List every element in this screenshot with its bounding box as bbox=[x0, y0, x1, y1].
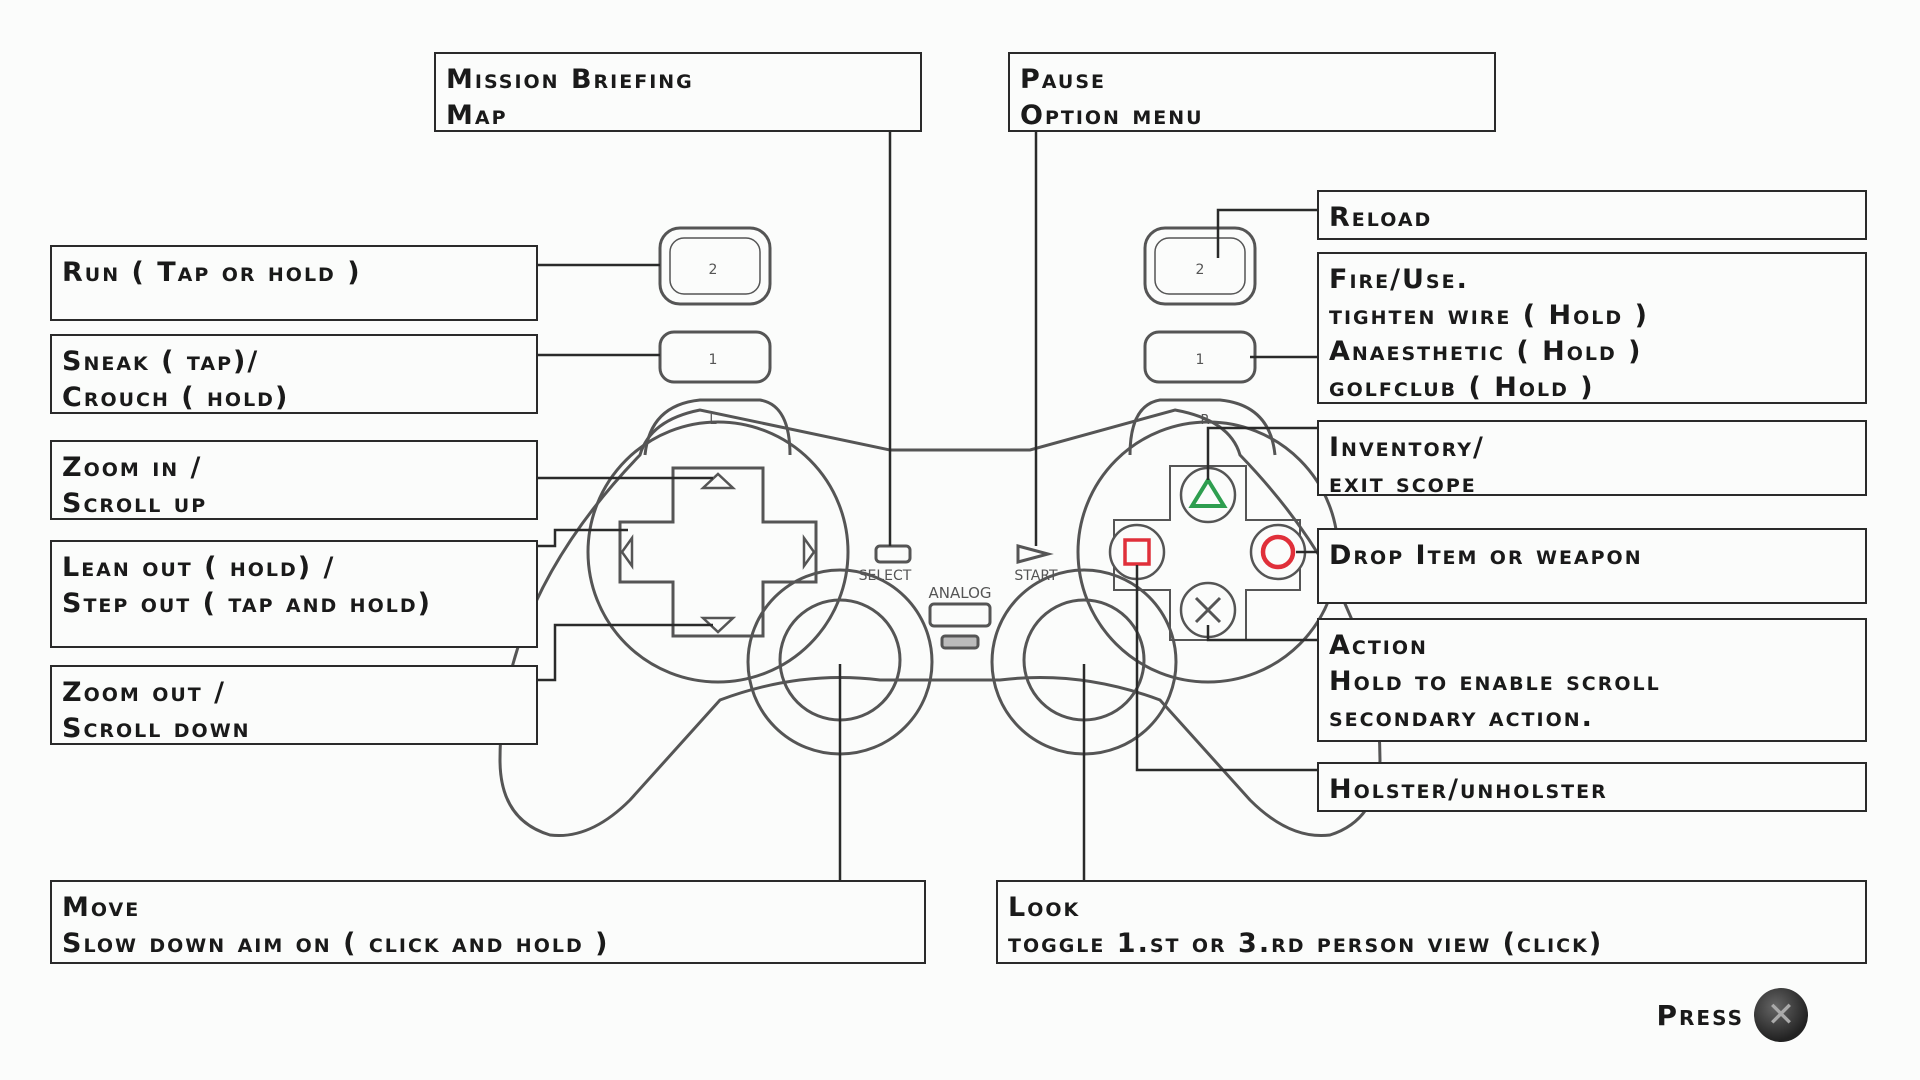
left-stick-move-line1: Move bbox=[62, 892, 141, 923]
cross-action-line2: Hold to enable scroll bbox=[1329, 666, 1661, 697]
r2-reload-line1: Reload bbox=[1329, 202, 1433, 233]
square-holster-label: Holster/unholster bbox=[1317, 762, 1867, 812]
r1-mark: 1 bbox=[1196, 352, 1205, 368]
press-label: Press bbox=[1656, 998, 1744, 1032]
select-briefing-line1: Mission Briefing bbox=[446, 64, 694, 95]
l1-sneak-line1: Sneak ( tap)/ bbox=[62, 346, 260, 377]
l2-run-line1: Run ( Tap or hold ) bbox=[62, 257, 362, 288]
triangle-inventory-label: Inventory/ exit scope bbox=[1317, 420, 1867, 496]
r2-mark: 2 bbox=[1196, 262, 1205, 278]
l2-run-label: Run ( Tap or hold ) bbox=[50, 245, 538, 321]
l1-sneak-label: Sneak ( tap)/ Crouch ( hold) bbox=[50, 334, 538, 414]
cross-button bbox=[1179, 581, 1237, 639]
square-holster-line1: Holster/unholster bbox=[1329, 774, 1608, 805]
select-label: SELECT bbox=[859, 568, 912, 584]
triangle-button bbox=[1179, 466, 1237, 524]
analog-label: ANALOG bbox=[929, 584, 992, 602]
right-stick-look-line2: toggle 1.st or 3.rd person view (click) bbox=[1008, 928, 1604, 959]
select-button bbox=[874, 544, 912, 564]
cross-action-line3: secondary action. bbox=[1329, 702, 1594, 733]
start-button bbox=[1016, 544, 1054, 564]
l2-mark: 2 bbox=[709, 262, 718, 278]
left-stick-move-line2: Slow down aim on ( click and hold ) bbox=[62, 928, 610, 959]
dpad-up-zoom-line2: Scroll up bbox=[62, 488, 208, 519]
select-briefing-label: Mission Briefing Map bbox=[434, 52, 922, 132]
r2-button bbox=[1143, 226, 1257, 306]
dpad bbox=[618, 466, 818, 638]
dpad-ring bbox=[586, 420, 850, 684]
cross-action-line1: Action bbox=[1329, 630, 1428, 661]
start-label: START bbox=[1014, 568, 1058, 584]
dpad-up-zoom-line1: Zoom in / bbox=[62, 452, 203, 483]
dpad-down-zoom-line2: Scroll down bbox=[62, 713, 251, 744]
left-stick-move-label: Move Slow down aim on ( click and hold ) bbox=[50, 880, 926, 964]
r1-fire-line1: Fire/Use. bbox=[1329, 264, 1469, 295]
triangle-inventory-line2: exit scope bbox=[1329, 468, 1477, 496]
r1-fire-label: Fire/Use. tighten wire ( Hold ) Anaesthe… bbox=[1317, 252, 1867, 404]
dpad-lean-label: Lean out ( hold) / Step out ( tap and ho… bbox=[50, 540, 538, 648]
l1-mark: 1 bbox=[709, 352, 718, 368]
select-briefing-line2: Map bbox=[446, 100, 508, 131]
analog-switch bbox=[928, 602, 992, 628]
dpad-up-zoom-label: Zoom in / Scroll up bbox=[50, 440, 538, 520]
circle-drop-label: Drop Item or weapon bbox=[1317, 528, 1867, 604]
r1-fire-line4: golfclub ( Hold ) bbox=[1329, 372, 1595, 403]
circle-drop-line1: Drop Item or weapon bbox=[1329, 540, 1643, 571]
press-prompt[interactable]: Press ✕ bbox=[1656, 988, 1808, 1042]
l1-sneak-line2: Crouch ( hold) bbox=[62, 382, 290, 413]
triangle-inventory-line1: Inventory/ bbox=[1329, 432, 1485, 463]
r1-fire-line3: Anaesthetic ( Hold ) bbox=[1329, 336, 1643, 367]
dpad-lean-line2: Step out ( tap and hold) bbox=[62, 588, 432, 619]
l1-button bbox=[658, 330, 772, 384]
cross-action-label: Action Hold to enable scroll secondary a… bbox=[1317, 618, 1867, 742]
start-pause-label: Pause Option menu bbox=[1008, 52, 1496, 132]
right-stick-look-line1: Look bbox=[1008, 892, 1081, 923]
dpad-down-zoom-label: Zoom out / Scroll down bbox=[50, 665, 538, 745]
r-label: R bbox=[1200, 413, 1209, 428]
start-pause-line2: Option menu bbox=[1020, 100, 1204, 131]
l-label: L bbox=[709, 413, 717, 428]
dpad-lean-line1: Lean out ( hold) / bbox=[62, 552, 336, 583]
r2-reload-label: Reload bbox=[1317, 190, 1867, 240]
cross-button-icon[interactable]: ✕ bbox=[1754, 988, 1808, 1042]
start-pause-line1: Pause bbox=[1020, 64, 1106, 95]
dpad-down-zoom-line1: Zoom out / bbox=[62, 677, 226, 708]
right-stick-look-label: Look toggle 1.st or 3.rd person view (cl… bbox=[996, 880, 1867, 964]
r1-fire-line2: tighten wire ( Hold ) bbox=[1329, 300, 1649, 331]
controller-body bbox=[498, 408, 1382, 838]
